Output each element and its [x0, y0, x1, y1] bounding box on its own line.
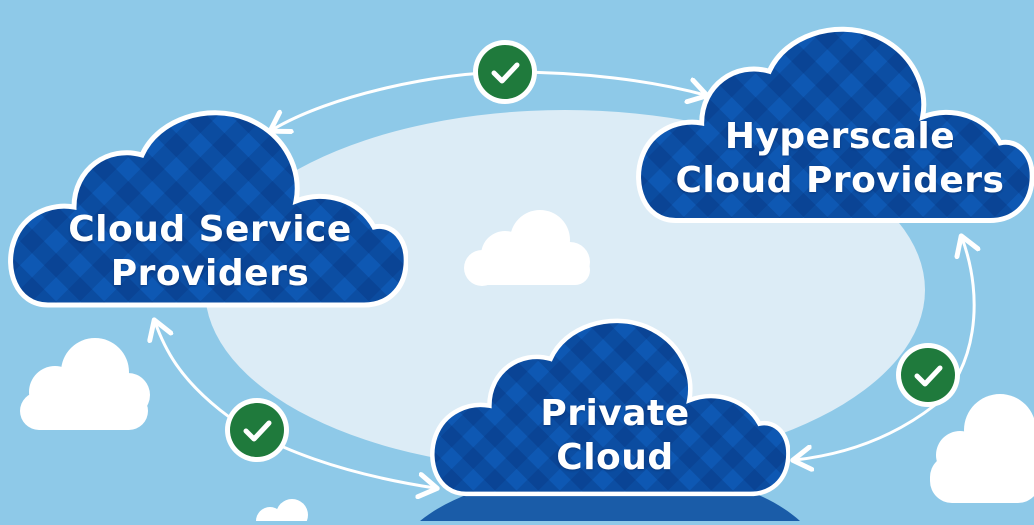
private-cloud-line2: Cloud: [556, 437, 674, 478]
check-icon: [225, 398, 289, 462]
hyperscale-line2: Cloud Providers: [675, 160, 1005, 201]
white-cloud-icon: [930, 394, 1034, 503]
cloud-service-providers-label: Cloud Service Providers: [40, 208, 380, 296]
cloud-service-providers-line2: Providers: [110, 253, 310, 294]
check-icon: [896, 343, 960, 407]
check-icon: [473, 40, 537, 104]
white-cloud-icon: [20, 338, 150, 430]
hyperscale-cloud-providers-label: Hyperscale Cloud Providers: [660, 115, 1020, 203]
private-cloud-line1: Private: [540, 393, 690, 434]
hyperscale-line1: Hyperscale: [724, 116, 956, 157]
white-cloud-icon: [256, 499, 308, 525]
white-cloud-icon: [464, 210, 590, 286]
private-cloud-label: Private Cloud: [470, 392, 760, 480]
cloud-service-providers-line1: Cloud Service: [68, 209, 352, 250]
